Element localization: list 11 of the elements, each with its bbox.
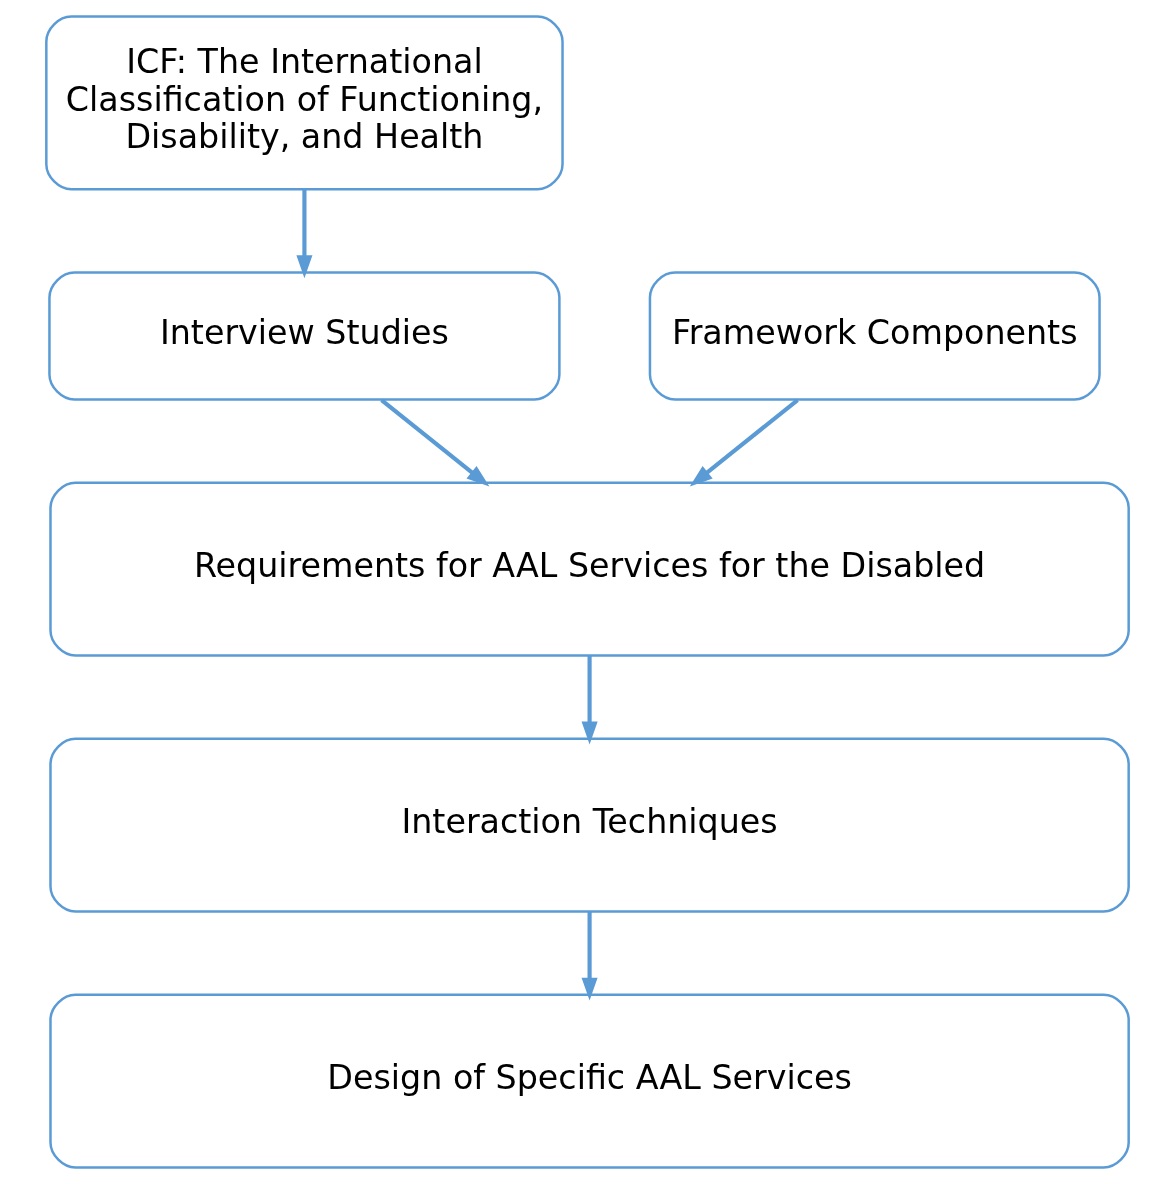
arrow xyxy=(296,189,313,279)
arrow xyxy=(581,655,598,745)
arrow xyxy=(689,398,799,487)
node-box: Interview Studies xyxy=(48,271,561,401)
node-box: Framework Components xyxy=(648,271,1101,401)
node-box: Requirements for AAL Services for the Disabled xyxy=(49,481,1130,657)
arrow xyxy=(380,398,490,487)
node-box: ICF: The International Classification of Functioning, Disability, and Health xyxy=(45,15,564,191)
arrow xyxy=(581,911,598,1001)
node-box: Interaction Techniques xyxy=(49,737,1130,913)
node-box: Design of Specific AAL Services xyxy=(49,993,1130,1169)
